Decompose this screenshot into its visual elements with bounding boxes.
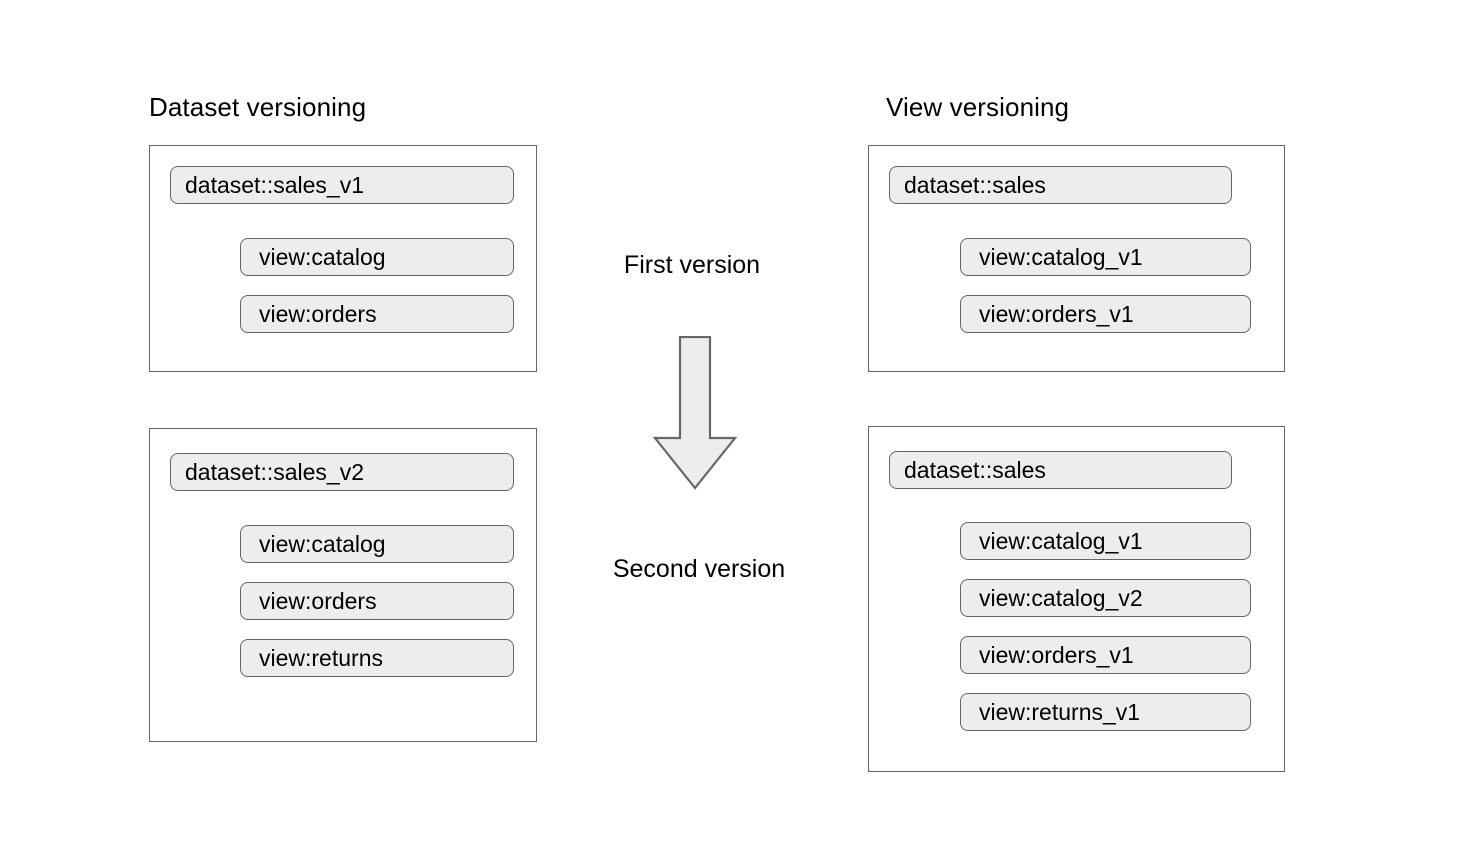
- pill-view-catalog-v1[interactable]: view:catalog_v1: [960, 522, 1251, 560]
- pill-view-orders[interactable]: view:orders: [240, 295, 514, 333]
- pill-dataset-sales-v1[interactable]: dataset::sales_v1: [170, 166, 514, 204]
- panel-view-versioning-v2: dataset::sales view:catalog_v1 view:cata…: [868, 426, 1285, 772]
- pill-dataset-sales-v2[interactable]: dataset::sales_v2: [170, 453, 514, 491]
- pill-view-catalog-v2[interactable]: view:catalog_v2: [960, 579, 1251, 617]
- down-arrow-icon: [653, 336, 737, 490]
- pill-dataset-sales[interactable]: dataset::sales: [889, 166, 1232, 204]
- pill-view-catalog[interactable]: view:catalog: [240, 525, 514, 563]
- pill-view-orders[interactable]: view:orders: [240, 582, 514, 620]
- pill-view-returns[interactable]: view:returns: [240, 639, 514, 677]
- pill-view-orders-v1[interactable]: view:orders_v1: [960, 636, 1251, 674]
- column-title-dataset-versioning: Dataset versioning: [149, 92, 367, 122]
- panel-view-versioning-v1: dataset::sales view:catalog_v1 view:orde…: [868, 145, 1285, 372]
- pill-view-returns-v1[interactable]: view:returns_v1: [960, 693, 1251, 731]
- pill-dataset-sales[interactable]: dataset::sales: [889, 451, 1232, 489]
- pill-view-catalog[interactable]: view:catalog: [240, 238, 514, 276]
- pill-view-orders-v1[interactable]: view:orders_v1: [960, 295, 1251, 333]
- flow-label-second-version: Second version: [612, 555, 786, 583]
- panel-dataset-versioning-v1: dataset::sales_v1 view:catalog view:orde…: [149, 145, 537, 372]
- column-title-view-versioning: View versioning: [886, 92, 1070, 122]
- flow-label-first-version: First version: [623, 251, 761, 279]
- pill-view-catalog-v1[interactable]: view:catalog_v1: [960, 238, 1251, 276]
- panel-dataset-versioning-v2: dataset::sales_v2 view:catalog view:orde…: [149, 428, 537, 742]
